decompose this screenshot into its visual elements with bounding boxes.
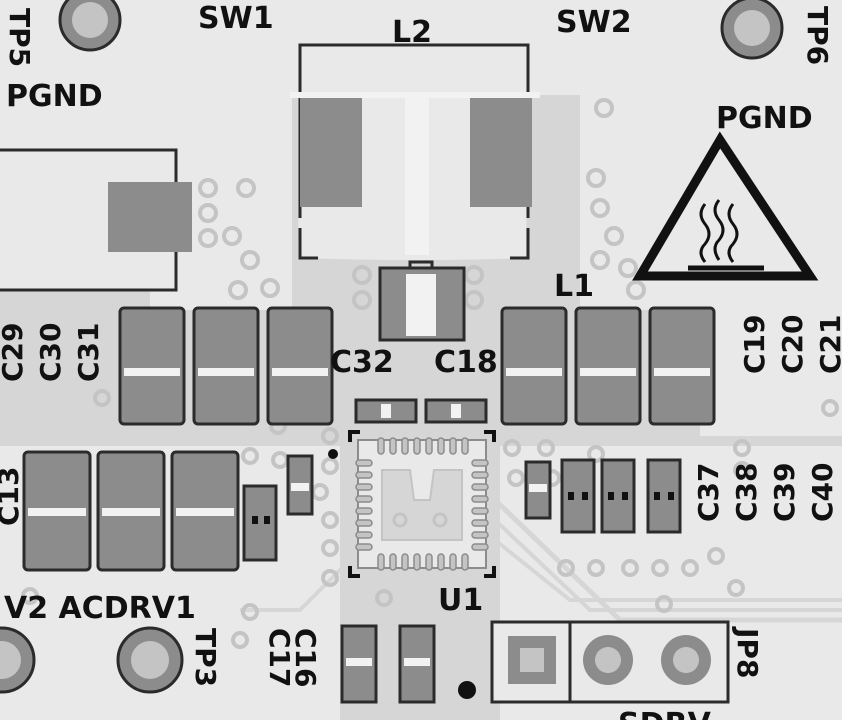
pin1-dot <box>458 681 476 699</box>
capacitor-c29 <box>118 306 186 426</box>
test-point-tp3 <box>116 626 184 694</box>
label-c29: C29 <box>0 322 29 382</box>
capacitor-c16-body <box>340 624 378 704</box>
label-c20: C20 <box>776 314 809 374</box>
label-c37: C37 <box>692 462 725 522</box>
capacitor-c20 <box>574 306 642 426</box>
capacitor-c13-c <box>170 450 240 572</box>
jumper-jp8 <box>490 620 730 704</box>
label-c21: C21 <box>814 314 842 374</box>
label-sw1: SW1 <box>198 1 274 36</box>
capacitor-c30 <box>192 306 260 426</box>
trace-bottom-right-3 <box>493 538 842 602</box>
label-sw2: SW2 <box>556 5 632 40</box>
capacitor-c19 <box>500 306 568 426</box>
label-c19: C19 <box>738 314 771 374</box>
capacitor-c17-body <box>398 624 436 704</box>
label-v2-acdrv1: V2 ACDRV1 <box>4 591 196 626</box>
label-tp5: TP5 <box>3 8 36 67</box>
inductor-l2 <box>290 43 540 260</box>
label-u1: U1 <box>438 583 483 618</box>
label-l2: L2 <box>392 15 432 50</box>
capacitor-c18-body <box>424 398 488 424</box>
small-part-left-1 <box>242 484 278 562</box>
label-tp6: TP6 <box>801 6 834 65</box>
label-pgnd-left: PGND <box>6 79 103 114</box>
trace-bottom-right-2 <box>493 518 842 612</box>
capacitor-c38-body <box>600 458 636 534</box>
test-point-tp6 <box>720 0 784 60</box>
label-tp3: TP3 <box>189 628 222 687</box>
test-point-tp5 <box>58 0 122 52</box>
label-l1: L1 <box>554 269 594 304</box>
capacitor-c21 <box>648 306 716 426</box>
trace-bottom-left-1 <box>240 558 352 612</box>
capacitor-bank-c13 <box>22 450 240 572</box>
capacitor-c37-body <box>560 458 596 534</box>
capacitor-c13-a <box>22 450 92 572</box>
test-point-left-partial <box>0 626 36 694</box>
label-c13: C13 <box>0 466 25 526</box>
trace-bottom-right-1 <box>493 498 842 623</box>
trace-bottom-left-3 <box>427 574 463 720</box>
label-bottom-partial: SDRV <box>618 707 712 720</box>
ic-u1-pins <box>355 437 489 571</box>
trace-bottom-left-2 <box>377 574 403 720</box>
capacitor-bank-c29-c31 <box>118 306 334 426</box>
capacitor-c13-b <box>96 450 166 572</box>
ic-u1 <box>328 430 496 578</box>
label-c17: C17 <box>263 628 296 688</box>
label-c31: C31 <box>72 322 105 382</box>
component-center-cap <box>378 260 466 342</box>
small-part-left-2 <box>286 454 314 516</box>
label-c30: C30 <box>34 322 67 382</box>
inductor-left-partial <box>0 148 192 292</box>
label-c40: C40 <box>806 462 839 522</box>
label-c32: C32 <box>330 345 394 380</box>
label-c38: C38 <box>730 462 763 522</box>
small-part-right-1 <box>524 460 552 520</box>
copper-area-top <box>150 0 580 310</box>
hot-surface-warning-icon <box>632 131 819 281</box>
label-c39: C39 <box>768 462 801 522</box>
capacitor-c31 <box>266 306 334 426</box>
capacitor-c32-body <box>354 398 418 424</box>
label-c16: C16 <box>289 628 322 688</box>
capacitor-c39-body <box>646 458 682 534</box>
label-pgnd-right: PGND <box>716 101 813 136</box>
capacitor-bank-c19-c21 <box>500 306 716 426</box>
label-jp8: JP8 <box>731 626 764 678</box>
label-c18: C18 <box>434 345 498 380</box>
ic-u1-thermal-pad <box>381 469 463 541</box>
